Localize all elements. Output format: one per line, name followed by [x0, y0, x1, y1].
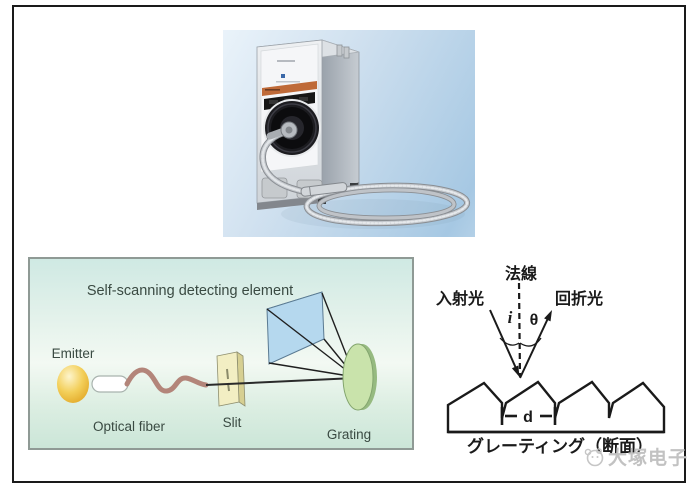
emitter-ball — [57, 365, 89, 403]
optical-fiber-label: Optical fiber — [93, 419, 166, 434]
grating-caption: グレーティング（断面） — [467, 436, 653, 456]
vent-slot — [269, 100, 278, 104]
diffracted-light-label: 回折光 — [555, 289, 603, 308]
angle-i-arc — [499, 337, 520, 346]
spectrometer-illustration — [256, 39, 470, 229]
fiber-connector-capsule — [91, 375, 129, 393]
normal-line — [517, 282, 522, 378]
stripe-text-mark — [265, 89, 280, 91]
slit-label: Slit — [223, 415, 242, 430]
top-tab — [336, 44, 343, 57]
detector-element — [266, 291, 325, 365]
brand-mark — [277, 60, 295, 62]
lens-ring — [267, 103, 317, 153]
angle-theta-arc — [519, 337, 542, 347]
vent-slot — [299, 97, 308, 101]
diffracted-arrowhead-icon — [544, 310, 552, 322]
angle-theta-label: θ — [530, 312, 539, 329]
grating-geometry-diagram: 法線 入射光 回折光 i θ d グレーティング（断面） — [436, 264, 666, 456]
emitter-label: Emitter — [52, 346, 95, 361]
spacing-d-label: d — [523, 409, 533, 426]
device-base — [257, 182, 359, 210]
top-tab — [343, 46, 350, 59]
grating-disc — [342, 343, 377, 411]
watermark: 大塚电子 — [582, 443, 688, 470]
logo-mark — [281, 74, 285, 78]
watermark-logo-icon — [584, 447, 604, 466]
grating-label: Grating — [327, 427, 371, 442]
beam-line — [205, 377, 356, 386]
normal-label: 法線 — [505, 264, 537, 283]
fiber-connector-plug — [266, 121, 298, 140]
diffracted-ray — [519, 313, 551, 379]
model-text-mark — [276, 81, 300, 83]
orange-stripe — [262, 81, 317, 96]
angle-i-label: i — [508, 308, 513, 327]
groove-spacing-dimension: d — [500, 407, 557, 426]
spectrometer-photo — [223, 30, 475, 237]
incident-arrowhead-icon — [511, 365, 520, 377]
device-side-panel — [321, 39, 360, 197]
diagram-title: Self-scanning detecting element — [87, 283, 293, 299]
optical-layout-diagram: Self-scanning detecting element Emitter … — [28, 257, 414, 450]
cable-ferrule — [300, 182, 348, 197]
optical-fiber-curve — [124, 367, 209, 394]
slit-slab — [216, 351, 246, 407]
incident-light-label: 入射光 — [436, 289, 484, 308]
watermark-text: 大塚电子 — [608, 448, 689, 469]
optical-layout-svg: Self-scanning detecting element Emitter … — [52, 283, 377, 442]
